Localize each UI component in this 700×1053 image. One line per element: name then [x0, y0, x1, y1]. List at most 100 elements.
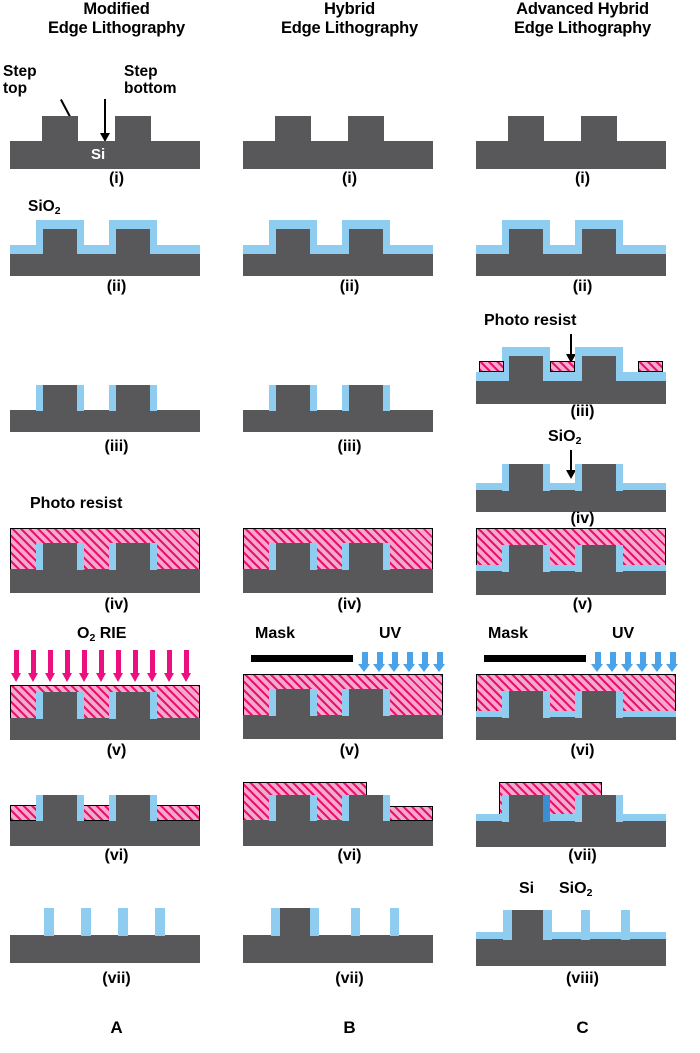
oxide-spacer-2-shadowed — [543, 795, 550, 822]
oxide-step-right-top — [109, 220, 157, 229]
silicon-step-right — [116, 229, 150, 255]
silicon-step-left — [509, 356, 543, 382]
oxide-spacer-3 — [575, 545, 582, 572]
photoresist-residue-right — [389, 806, 433, 821]
step-label-A-v: (v) — [106, 742, 127, 759]
label-mask-C: Mask — [488, 625, 529, 642]
arrow-photo-resist-C — [570, 334, 572, 356]
silicon-step-right — [582, 356, 616, 382]
oxide-sidewall-1 — [269, 220, 276, 252]
silicon-step-left — [43, 229, 77, 255]
label-uv-C: UV — [612, 625, 635, 642]
label-si-C: Si — [519, 880, 535, 897]
silicon-substrate — [243, 569, 433, 593]
arrow-step-bottom — [104, 99, 106, 135]
label-photo-resist-C: Photo resist — [484, 312, 577, 329]
step-label-B-vi: (vi) — [337, 847, 362, 864]
silicon-step-left — [43, 795, 77, 821]
oxide-spacer-4 — [383, 385, 390, 411]
step-label-C-i: (i) — [574, 170, 591, 187]
oxide-sidewall-3 — [109, 220, 116, 252]
silicon-substrate — [476, 490, 666, 512]
silicon-substrate — [476, 381, 666, 404]
silicon-substrate — [243, 254, 433, 276]
silicon-step-left — [509, 229, 543, 255]
oxide-base-layer — [476, 565, 666, 572]
silicon-step-left — [276, 795, 310, 821]
silicon-substrate — [476, 717, 676, 740]
step-label-A-iv: (iv) — [104, 596, 129, 613]
oxide-step-right-top — [575, 347, 623, 356]
silicon-step-left — [509, 545, 543, 572]
oxide-spacer-1 — [271, 908, 280, 936]
oxide-spacer-2 — [543, 464, 550, 491]
silicon-step-right — [349, 543, 383, 570]
column-title-C: Advanced Hybrid Edge Lithography — [466, 0, 699, 38]
oxide-spacer-1 — [36, 385, 43, 411]
silicon-step-left — [275, 116, 311, 142]
oxide-spacer-1 — [36, 543, 43, 570]
panel-A-step-v: O2 RIE — [0, 625, 233, 740]
oxide-spacer-3 — [109, 543, 116, 570]
oxide-spacer-1 — [269, 795, 276, 821]
oxide-sidewall-2 — [77, 220, 84, 252]
panel-C-step-v — [466, 528, 699, 598]
step-label-C-iii: (iii) — [570, 403, 595, 420]
oxide-nanowire-2 — [81, 908, 91, 936]
column-title-B: Hybrid Edge Lithography — [233, 0, 466, 38]
oxide-spacer-1 — [36, 795, 43, 821]
oxide-base — [476, 245, 666, 254]
silicon-step-right — [349, 385, 383, 411]
oxide-spacer-2 — [310, 908, 319, 936]
photoresist-strip-right — [638, 361, 663, 372]
oxide-spacer-2 — [310, 543, 317, 570]
step-label-A-ii: (ii) — [106, 278, 127, 295]
oxide-nanowire-4 — [621, 910, 630, 940]
silicon-step-right — [349, 689, 383, 716]
arrow-step-bottom-head — [100, 133, 110, 142]
oxide-spacer-3 — [342, 543, 349, 570]
oxide-base — [10, 245, 200, 254]
oxide-step-left-top — [502, 220, 550, 229]
silicon-step-left — [509, 691, 543, 718]
step-label-B-v: (v) — [339, 742, 360, 759]
panel-A-step-ii: SiO2 — [0, 198, 233, 278]
panel-A-step-i: Step top Step bottom Si — [0, 55, 233, 170]
oxide-sidewall-4 — [150, 220, 157, 252]
silicon-step-right — [349, 229, 383, 255]
photoresist-recess-mid — [83, 805, 110, 821]
step-label-B-iii: (iii) — [337, 438, 362, 455]
oxide-spacer-3 — [342, 385, 349, 411]
label-si: Si — [91, 146, 106, 163]
oxide-spacer-1 — [36, 692, 43, 719]
oxide-spacer-4 — [616, 464, 623, 491]
oxide-spacer-3 — [342, 689, 349, 716]
silicon-step-right — [582, 795, 616, 822]
oxide-spacer-2 — [310, 689, 317, 716]
silicon-step-left — [43, 692, 77, 719]
column-title-C-line2: Edge Lithography — [513, 19, 652, 37]
label-o2-rie: O2 RIE — [77, 625, 127, 644]
oxide-spacer-1 — [269, 385, 276, 411]
oxide-step-right-top — [575, 220, 623, 229]
oxide-step-left-top — [269, 220, 317, 229]
silicon-step-right — [582, 464, 616, 491]
label-sio2-final-C: SiO2 — [559, 880, 593, 899]
silicon-step-right — [116, 385, 150, 411]
oxide-sidewall-1 — [36, 220, 43, 252]
oxide-step-left-top — [502, 347, 550, 356]
panel-C-step-vii — [466, 778, 699, 850]
step-label-C-ii: (ii) — [572, 278, 593, 295]
oxide-spacer-4 — [150, 385, 157, 411]
photoresist-layer — [243, 528, 433, 572]
silicon-step-left — [276, 229, 310, 255]
silicon-step-right — [582, 229, 616, 255]
oxide-sidewall-4 — [383, 220, 390, 252]
column-title-A-line1: Modified — [83, 0, 150, 18]
silicon-substrate — [476, 571, 666, 595]
oxide-spacer-2 — [310, 385, 317, 411]
oxide-spacer-3 — [575, 795, 582, 822]
silicon-substrate — [243, 820, 433, 846]
mask-bar-C — [484, 655, 586, 662]
oxide-spacer-3 — [109, 795, 116, 821]
